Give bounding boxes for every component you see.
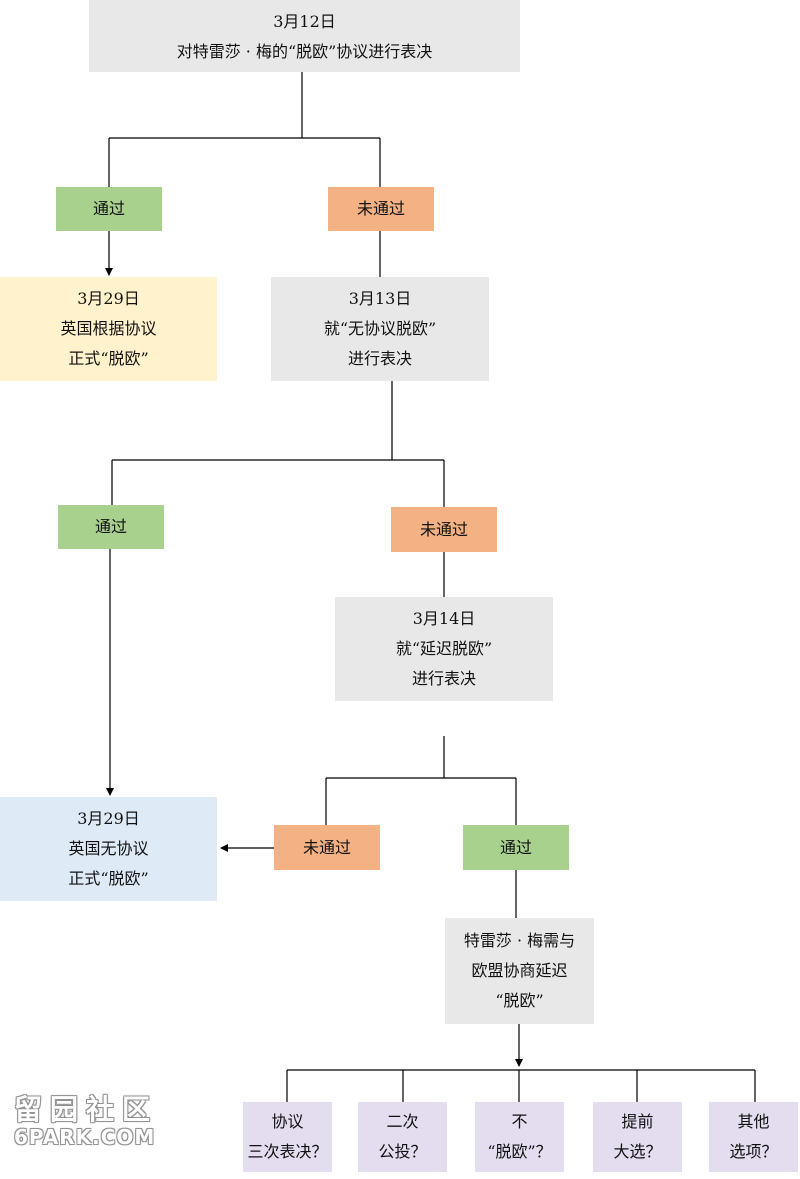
mar14-delay-vote-node: 3月14日 就“延迟脱欧” 进行表决: [335, 597, 553, 701]
pass-node-1: 通过: [56, 187, 162, 231]
fail-node-3: 未通过: [274, 825, 380, 870]
watermark: 留园社区 6PARK.COM: [14, 1093, 159, 1149]
option-no-brexit: 不 “脱欧”？: [475, 1102, 564, 1172]
pass-node-2: 通过: [58, 505, 164, 549]
pass-node-3: 通过: [463, 825, 569, 870]
option-second-referendum: 二次 公投？: [358, 1102, 447, 1172]
fail-node-1: 未通过: [328, 187, 434, 231]
mar12-vote-node: 3月12日 对特雷莎 · 梅的“脱欧”协议进行表决: [89, 0, 520, 72]
option-third-vote: 协议 三次表决？: [243, 1102, 332, 1172]
mar29-brexit-with-deal-node: 3月29日 英国根据协议 正式“脱欧”: [0, 277, 217, 381]
mar29-no-deal-brexit-node: 3月29日 英国无协议 正式“脱欧”: [0, 797, 217, 901]
option-early-election: 提前 大选？: [593, 1102, 682, 1172]
negotiate-delay-node: 特雷莎 · 梅需与 欧盟协商延迟 “脱欧”: [445, 918, 594, 1024]
option-other: 其他 选项？: [709, 1102, 798, 1172]
fail-node-2: 未通过: [391, 507, 497, 552]
mar13-no-deal-vote-node: 3月13日 就“无协议脱欧” 进行表决: [271, 277, 489, 381]
